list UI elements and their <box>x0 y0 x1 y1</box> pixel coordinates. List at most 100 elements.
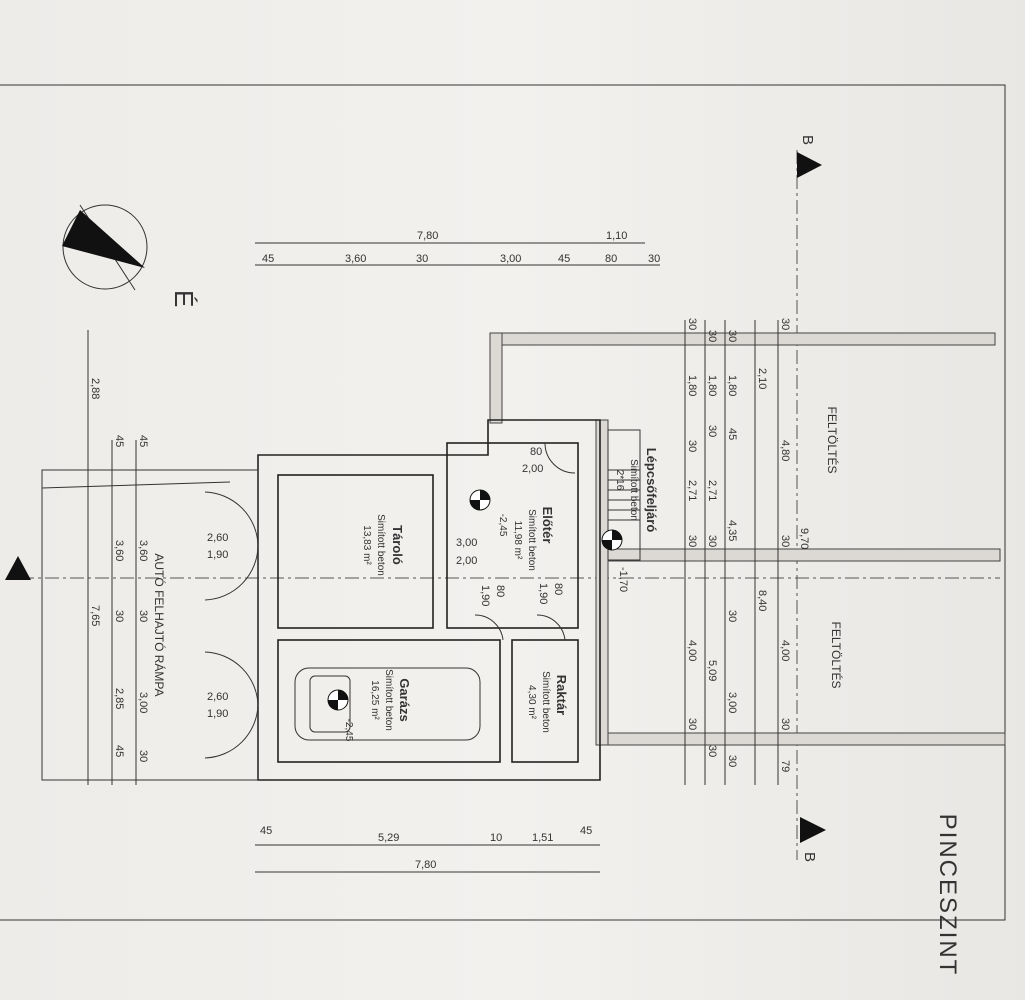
dimension-label: 30 <box>726 755 738 767</box>
dimension-label: 30 <box>648 253 660 265</box>
section-arrow-icon <box>800 817 826 843</box>
dimension-label: 30 <box>137 750 149 762</box>
dimension-label: 4,80 <box>779 440 791 461</box>
dimension-label: 3,60 <box>137 540 149 561</box>
dimension-label: 2,88 <box>89 378 101 399</box>
section-label-top: B <box>799 135 816 145</box>
dimension-label: 3,00 <box>726 692 738 713</box>
dimension-label: 30 <box>706 330 718 342</box>
dimension-label: 80 <box>605 253 617 265</box>
room-label-eloter: Előtér Simított beton 11,98 m² -2,45 <box>497 507 555 571</box>
dimension-label: 1,90 <box>207 708 228 720</box>
dimension-label: Simított beton <box>628 459 639 521</box>
dimension-label: 80 <box>552 583 564 595</box>
dimension-label: 4,00 <box>779 640 791 661</box>
car-ramp <box>41 469 259 781</box>
dimension-label: Garázs <box>397 678 412 721</box>
dimension-label: 45 <box>260 825 272 837</box>
dimension-label: 30 <box>686 440 698 452</box>
dimension-label: 3,00 <box>456 537 477 549</box>
dimension-label: 30 <box>779 535 791 547</box>
dimension-label: 16,25 m² <box>369 680 380 720</box>
dimension-label: 30 <box>686 318 698 330</box>
dimension-label: 3,00 <box>137 692 149 713</box>
dimension-label: Előtér <box>540 507 555 544</box>
dimension-label: 2,71 <box>686 480 698 501</box>
dimension-label: 5,09 <box>706 660 718 681</box>
dimension-label: 11,98 m² <box>512 521 523 560</box>
dimension-label: 1,80 <box>726 375 738 396</box>
dimension-label: 8,40 <box>756 590 768 611</box>
section-label-bottom: B <box>801 852 818 862</box>
dimension-label: Raktár <box>554 675 569 715</box>
dimension-labels-bottom: 45 5,29 10 1,51 45 7,80 <box>260 825 592 871</box>
retaining-walls <box>489 332 1006 746</box>
north-label: É <box>169 290 199 307</box>
stair-steps <box>608 469 640 521</box>
dimension-label: Simított beton <box>383 669 394 731</box>
car-icon <box>294 667 481 741</box>
room-label-raktar: Raktár Simított beton 4,30 m² <box>526 671 569 733</box>
dimension-label: 2,60 <box>207 532 228 544</box>
dimension-label: 1,90 <box>537 583 549 604</box>
dimension-label: 30 <box>706 425 718 437</box>
dimension-labels-right: 30 1,80 30 2,71 30 4,00 30 30 1,80 30 2,… <box>686 318 810 772</box>
room-label-garazs: Garázs Simított beton 16,25 m² -2,45 <box>343 669 412 742</box>
dimension-label: 10 <box>490 832 502 844</box>
dimension-label: 30 <box>113 610 125 622</box>
level-marker-icon <box>601 529 623 551</box>
dimension-label: 80 <box>530 446 542 458</box>
dimension-label: 30 <box>726 610 738 622</box>
dimension-label: Simított beton <box>540 671 551 733</box>
dimension-label: 2,71 <box>706 480 718 501</box>
dimension-label: 4,30 m² <box>526 685 537 720</box>
dimension-label: Tároló <box>390 525 405 565</box>
dimension-label: 7,65 <box>89 605 101 626</box>
dimension-label: 45 <box>558 253 570 265</box>
dimension-label: 45 <box>726 428 738 440</box>
dimension-labels-top: 7,80 1,10 45 3,60 30 3,00 45 80 30 <box>262 230 660 265</box>
dimension-label: 30 <box>726 330 738 342</box>
dimension-label: 1,90 <box>207 549 228 561</box>
plan-title: PINCESZINT <box>934 814 961 977</box>
dimension-label: Simított beton <box>375 514 386 576</box>
sheet-border <box>0 84 1006 921</box>
dimension-labels-left: 2,88 7,65 45 3,60 30 2,85 45 45 3,60 30 … <box>89 378 149 762</box>
dimension-label: 2,00 <box>456 555 477 567</box>
dimension-label: 13,83 m² <box>361 525 372 565</box>
dimension-lines <box>87 242 779 873</box>
dimension-label: 3,00 <box>500 253 521 265</box>
dimension-label: -2,45 <box>343 719 354 742</box>
dimension-label: 2,10 <box>756 368 768 389</box>
dimension-label: Lépcsőfeljáró <box>644 448 659 533</box>
section-arrow-icon <box>797 152 822 178</box>
dimension-label: 1,80 <box>706 375 718 396</box>
dimension-label: 7,80 <box>417 230 438 242</box>
dimension-label: 30 <box>779 718 791 730</box>
dimension-label: 7,80 <box>415 859 436 871</box>
dimension-label: 2,00 <box>522 463 543 475</box>
dimension-label: 45 <box>580 825 592 837</box>
dimension-label: 79 <box>779 760 791 772</box>
dimension-label: 45 <box>137 435 149 447</box>
room-eloter <box>446 442 579 629</box>
dimension-label: 1,80 <box>686 375 698 396</box>
room-garazs <box>277 639 501 763</box>
dimension-label: 30 <box>686 718 698 730</box>
dimension-label: 30 <box>137 610 149 622</box>
dimension-label: 1,51 <box>532 832 553 844</box>
stair <box>607 429 641 561</box>
dimension-label: 30 <box>706 535 718 547</box>
dimension-label: 30 <box>416 253 428 265</box>
dimension-label: 4,00 <box>686 640 698 661</box>
ramp-label: AUTÓ FELHAJTÓ RÁMPA <box>152 553 167 696</box>
level-marker-icon <box>469 489 491 511</box>
dimension-label: 1,10 <box>606 230 627 242</box>
dimension-label: 1,90 <box>479 585 491 606</box>
dimension-label: 30 <box>686 535 698 547</box>
room-label-stair: Lépcsőfeljáró Simított beton 2*16 <box>614 448 659 533</box>
dimension-label: 45 <box>113 435 125 447</box>
room-taroló <box>277 474 434 629</box>
dimension-label: 30 <box>779 318 791 330</box>
